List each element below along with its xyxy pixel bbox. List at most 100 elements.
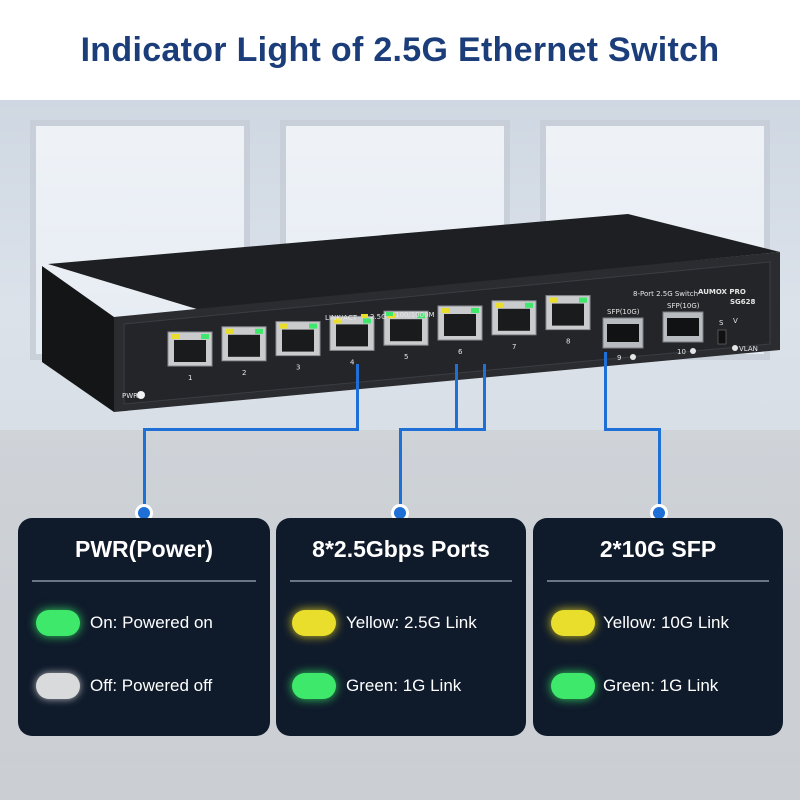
rj45-port-led-25g bbox=[333, 318, 341, 324]
ethernet-switch: 1 2 3 4 5 6 7 8 SFP(10G) 9 SFP(10G) 10 PWR LINK/AC… bbox=[42, 214, 780, 412]
legend-1g-label: 100/1000M bbox=[395, 311, 435, 319]
rj45-port-socket bbox=[336, 324, 368, 347]
rj45-port-led-1g bbox=[363, 318, 371, 324]
rj45-port-led-1g bbox=[579, 297, 587, 303]
sfp-port-number: 10 bbox=[677, 348, 686, 356]
model-name: SG628 bbox=[730, 298, 756, 306]
legend-25g-label: 2.5G bbox=[370, 313, 387, 321]
rj45-port-socket bbox=[552, 303, 584, 326]
rj45-port-socket bbox=[390, 319, 422, 342]
rj45-port-led-25g bbox=[495, 302, 503, 308]
sfp-port-10[interactable]: SFP(10G) 10 bbox=[662, 302, 704, 356]
switch-top-face bbox=[48, 214, 780, 310]
switch-side-face bbox=[42, 266, 114, 412]
card-pwr: PWR(Power) On: Powered on Off: Powered o… bbox=[18, 518, 270, 736]
rj45-port-socket bbox=[498, 308, 530, 331]
rj45-port-led-1g bbox=[309, 323, 317, 329]
rj45-port-number: 2 bbox=[242, 369, 246, 377]
sfp-led bbox=[690, 348, 696, 354]
rj45-port-socket bbox=[228, 334, 260, 357]
rj45-port-number: 5 bbox=[404, 353, 408, 361]
connector-ports-horizontal bbox=[399, 428, 485, 431]
connector-pwr-vertical bbox=[143, 428, 146, 512]
rj45-port-led-1g bbox=[201, 334, 209, 339]
sfp-port-group: SFP(10G) 9 SFP(10G) 10 bbox=[602, 302, 704, 362]
rj45-port-led-25g bbox=[171, 334, 179, 339]
led-label: Yellow: 10G Link bbox=[603, 613, 730, 632]
brand-name: AUMOX PRO bbox=[698, 288, 746, 296]
legend-25g-swatch bbox=[361, 314, 368, 318]
power-led-label: PWR bbox=[122, 392, 138, 400]
sfp-port-9[interactable]: SFP(10G) 9 bbox=[602, 308, 644, 362]
connector-sfp-vertical bbox=[658, 428, 661, 512]
rj45-port-number: 6 bbox=[458, 348, 463, 356]
rj45-port-led-25g bbox=[279, 323, 287, 329]
card-sfp: 2*10G SFP Yellow: 10G Link Green: 1G Lin… bbox=[533, 518, 783, 736]
brand-model-line: 8-Port 2.5G Switch bbox=[633, 290, 698, 298]
connector-ports-drop-6 bbox=[455, 364, 458, 431]
rj45-port-led-1g bbox=[525, 302, 533, 308]
rj45-port-number: 7 bbox=[512, 343, 516, 351]
rj45-port-6[interactable]: 6 bbox=[437, 305, 483, 356]
card-title: PWR(Power) bbox=[75, 536, 213, 562]
sfp-port-number: 9 bbox=[617, 354, 621, 362]
sfp-led bbox=[630, 354, 636, 360]
rj45-port-number: 8 bbox=[566, 338, 570, 346]
vlan-led bbox=[732, 345, 738, 351]
led-green-indicator bbox=[36, 610, 80, 636]
rj45-port-led-25g bbox=[225, 328, 233, 334]
connector-ports-vertical bbox=[399, 428, 402, 512]
rj45-port-3[interactable]: 3 bbox=[275, 321, 321, 372]
led-yellow-indicator bbox=[551, 610, 595, 636]
legend-link-act: LINK/ACT bbox=[325, 314, 358, 322]
card-divider bbox=[290, 580, 512, 582]
rj45-port-led-1g bbox=[255, 328, 263, 334]
led-label: Off: Powered off bbox=[90, 676, 213, 695]
card-divider bbox=[547, 580, 769, 582]
rj45-port-socket bbox=[282, 329, 314, 352]
led-green-indicator bbox=[292, 673, 336, 699]
dip-switch-label-v: V bbox=[733, 317, 738, 325]
card-title: 2*10G SFP bbox=[599, 536, 717, 562]
rj45-port-number: 4 bbox=[350, 358, 355, 366]
page-title: Indicator Light of 2.5G Ethernet Switch bbox=[80, 30, 720, 69]
vlan-led-label: VLAN bbox=[739, 345, 758, 353]
led-label: Green: 1G Link bbox=[346, 676, 462, 695]
rj45-port-2[interactable]: 2 bbox=[221, 326, 267, 377]
legend-1g-swatch bbox=[386, 312, 393, 316]
connector-pwr-horizontal bbox=[143, 428, 357, 431]
led-white-indicator bbox=[36, 673, 80, 699]
rj45-port-led-1g bbox=[417, 313, 425, 319]
led-label: On: Powered on bbox=[90, 613, 213, 632]
rj45-port-socket bbox=[174, 340, 206, 362]
rj45-port-led-25g bbox=[549, 297, 557, 303]
sfp-label: SFP(10G) bbox=[667, 302, 700, 310]
connector-ports-drop-7 bbox=[483, 364, 486, 431]
connector-pwr-drop bbox=[356, 364, 359, 431]
led-green-indicator bbox=[551, 673, 595, 699]
rj45-port-socket bbox=[444, 314, 476, 336]
rj45-port-4[interactable]: 4 bbox=[329, 315, 375, 366]
rj45-port-5[interactable]: 5 bbox=[383, 310, 429, 361]
rj45-port-7[interactable]: 7 bbox=[491, 300, 537, 351]
vlan-dip-switch[interactable] bbox=[717, 329, 727, 345]
header: Indicator Light of 2.5G Ethernet Switch bbox=[0, 0, 800, 100]
rj45-port-number: 1 bbox=[188, 374, 192, 382]
card-title: 8*2.5Gbps Ports bbox=[312, 536, 490, 562]
led-label: Green: 1G Link bbox=[603, 676, 719, 695]
rj45-port-group: 1 2 3 4 5 6 7 8 bbox=[167, 295, 591, 382]
rj45-port-number: 3 bbox=[296, 364, 300, 372]
rj45-port-1[interactable]: 1 bbox=[167, 331, 213, 382]
connector-sfp-drop bbox=[604, 352, 607, 431]
sfp-label: SFP(10G) bbox=[607, 308, 640, 316]
rj45-port-led-1g bbox=[471, 308, 479, 313]
led-yellow-indicator bbox=[292, 610, 336, 636]
power-led bbox=[137, 391, 145, 399]
card-ports: 8*2.5Gbps Ports Yellow: 2.5G Link Green:… bbox=[276, 518, 526, 736]
rj45-port-8[interactable]: 8 bbox=[545, 295, 591, 346]
sfp-socket bbox=[607, 324, 639, 342]
dip-switch-label-s: S bbox=[719, 319, 724, 327]
led-label: Yellow: 2.5G Link bbox=[346, 613, 477, 632]
card-divider bbox=[32, 580, 256, 582]
rj45-port-led-25g bbox=[441, 308, 449, 313]
